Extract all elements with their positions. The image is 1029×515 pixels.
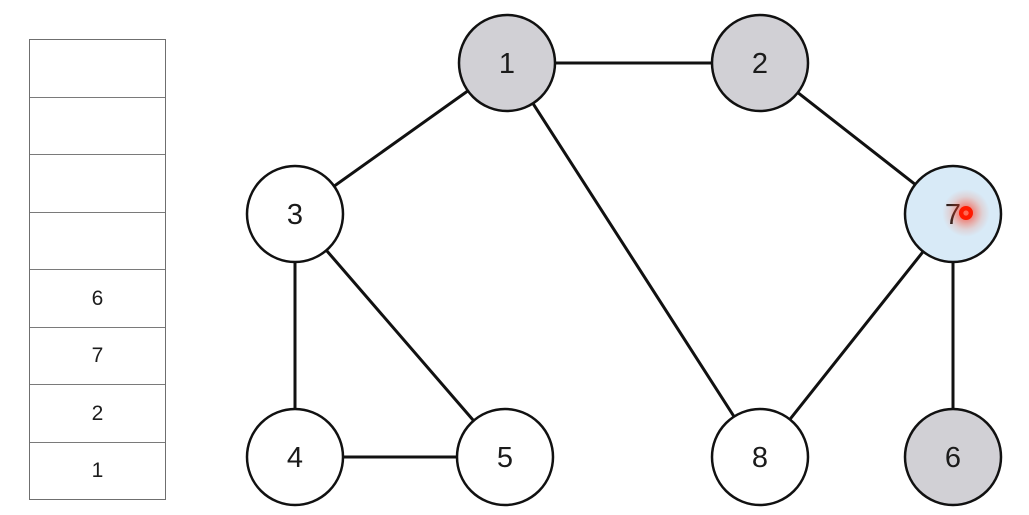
nodes-layer: 1 2 3 7 4 5 8 6 bbox=[245, 13, 1003, 507]
node-label-5: 5 bbox=[497, 442, 513, 474]
node-circle-3[interactable] bbox=[245, 164, 345, 264]
node-circle-2[interactable] bbox=[710, 13, 810, 113]
stack-cell[interactable]: 2 bbox=[30, 385, 165, 443]
graph-node-1[interactable]: 1 bbox=[457, 13, 557, 113]
node-label-4: 4 bbox=[287, 442, 303, 474]
node-label-8: 8 bbox=[752, 442, 768, 474]
graph-node-7[interactable]: 7 bbox=[903, 164, 1003, 264]
graph-edge-3-5 bbox=[293, 212, 507, 459]
stack-cell[interactable] bbox=[30, 40, 165, 98]
node-label-7: 7 bbox=[945, 199, 961, 231]
traversal-stack-panel: 6 7 2 1 bbox=[29, 39, 166, 500]
graph-node-6[interactable]: 6 bbox=[903, 407, 1003, 507]
cursor-dot-center-icon bbox=[963, 210, 969, 216]
stack-cell[interactable] bbox=[30, 97, 165, 155]
graph-node-2[interactable]: 2 bbox=[710, 13, 810, 113]
node-circle-6[interactable] bbox=[903, 407, 1003, 507]
stack-cell[interactable]: 7 bbox=[30, 327, 165, 385]
node-label-1: 1 bbox=[499, 48, 515, 80]
node-circle-1[interactable] bbox=[457, 13, 557, 113]
node-circle-5[interactable] bbox=[455, 407, 555, 507]
node-label-2: 2 bbox=[752, 48, 768, 80]
node-label-3: 3 bbox=[287, 199, 303, 231]
graph-node-4[interactable]: 4 bbox=[245, 407, 345, 507]
graph-node-8[interactable]: 8 bbox=[710, 407, 810, 507]
stack-cell[interactable]: 6 bbox=[30, 270, 165, 328]
stack-cell[interactable] bbox=[30, 155, 165, 213]
node-circle-8[interactable] bbox=[710, 407, 810, 507]
graph-edge-1-8 bbox=[505, 61, 762, 459]
edges-layer bbox=[293, 61, 955, 459]
stack-cell[interactable]: 1 bbox=[30, 442, 165, 499]
stack-cell[interactable] bbox=[30, 212, 165, 270]
graph-edge-7-8 bbox=[758, 212, 955, 459]
graph-node-5[interactable]: 5 bbox=[455, 407, 555, 507]
node-label-6: 6 bbox=[945, 442, 961, 474]
node-circle-4[interactable] bbox=[245, 407, 345, 507]
graph-node-3[interactable]: 3 bbox=[245, 164, 345, 264]
